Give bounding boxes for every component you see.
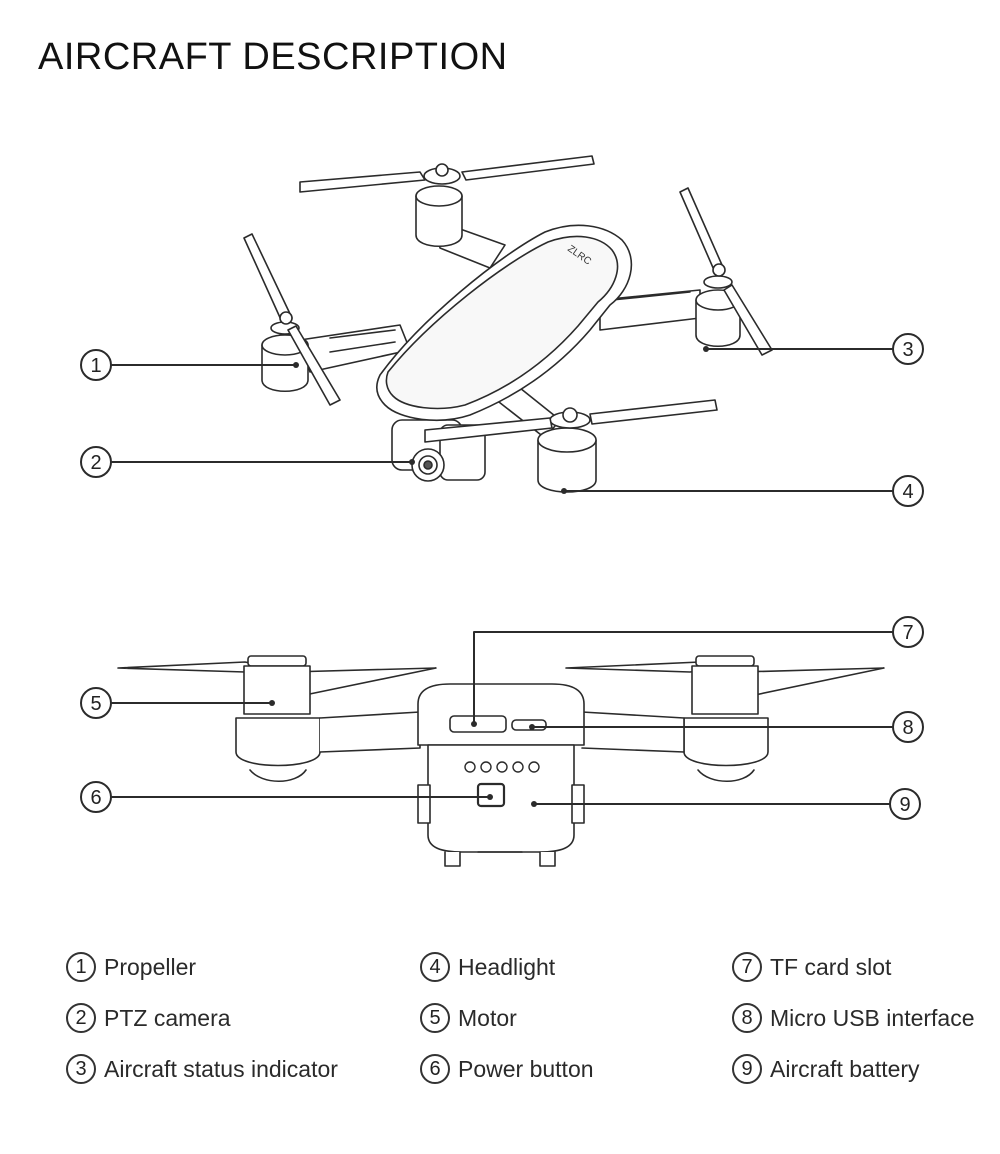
svg-text:9: 9	[899, 794, 910, 816]
legend-number: 4	[420, 952, 450, 982]
callout-badge-6: 6	[80, 781, 112, 813]
legend-number: 8	[732, 1003, 762, 1033]
legend-label: TF card slot	[770, 953, 892, 980]
svg-text:5: 5	[90, 693, 101, 715]
legend-label: Headlight	[458, 953, 556, 980]
legend-number: 6	[420, 1054, 450, 1084]
motor-rear-right	[679, 187, 773, 356]
legend-item-status-indicator: 3 Aircraft status indicator	[66, 1054, 338, 1084]
callout-badge-2: 2	[80, 446, 112, 478]
legend-item-micro-usb: 8 Micro USB interface	[732, 1003, 975, 1033]
legend-label: Aircraft battery	[770, 1055, 920, 1082]
callout-badge-4: 4	[892, 475, 924, 507]
motor-front-left	[243, 233, 341, 406]
legend-item-tf-card-slot: 7 TF card slot	[732, 952, 891, 982]
svg-text:4: 4	[902, 481, 913, 503]
legend-number: 7	[732, 952, 762, 982]
callout-badge-3: 3	[892, 333, 924, 365]
legend-item-motor: 5 Motor	[420, 1003, 517, 1033]
legend-number: 3	[66, 1054, 96, 1084]
legend-item-ptz-camera: 2 PTZ camera	[66, 1003, 231, 1033]
motor-rear-left	[299, 155, 595, 247]
drone-top-view: ZLRC	[243, 155, 773, 493]
svg-text:7: 7	[902, 622, 913, 644]
legend-number: 5	[420, 1003, 450, 1033]
svg-text:8: 8	[902, 717, 913, 739]
svg-text:2: 2	[90, 452, 101, 474]
legend-item-aircraft-battery: 9 Aircraft battery	[732, 1054, 920, 1084]
legend-label: Power button	[458, 1055, 594, 1082]
callout-badge-9: 9	[889, 788, 921, 820]
svg-text:1: 1	[90, 355, 101, 377]
drone-rear-view	[117, 655, 885, 867]
svg-text:3: 3	[902, 339, 913, 361]
legend-item-headlight: 4 Headlight	[420, 952, 555, 982]
callout-badge-5: 5	[80, 687, 112, 719]
legend-label: PTZ camera	[104, 1004, 231, 1031]
legend-label: Motor	[458, 1004, 517, 1031]
legend-number: 1	[66, 952, 96, 982]
callout-line-7	[473, 631, 893, 725]
legend-number: 2	[66, 1003, 96, 1033]
page-title: AIRCRAFT DESCRIPTION	[38, 36, 508, 78]
aircraft-diagram: ZLRC	[80, 155, 924, 867]
legend-label: Micro USB interface	[770, 1004, 975, 1031]
legend-item-power-button: 6 Power button	[420, 1054, 594, 1084]
legend-label: Propeller	[104, 953, 197, 980]
callout-badge-8: 8	[892, 711, 924, 743]
callout-badge-1: 1	[80, 349, 112, 381]
callout-badge-7: 7	[892, 616, 924, 648]
legend-item-propeller: 1 Propeller	[66, 952, 196, 982]
legend-label: Aircraft status indicator	[104, 1055, 338, 1082]
svg-text:6: 6	[90, 787, 101, 809]
legend-number: 9	[732, 1054, 762, 1084]
